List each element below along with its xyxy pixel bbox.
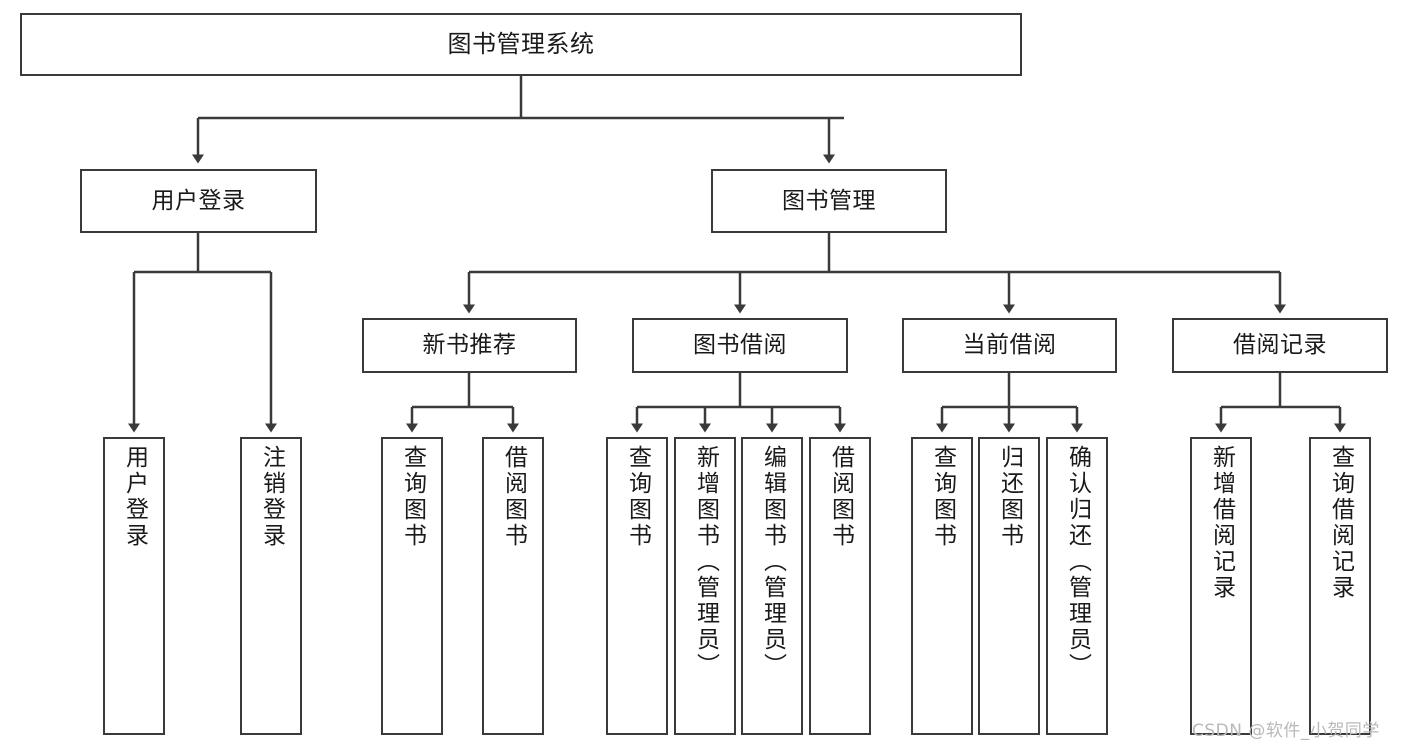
- node-label: 图书管理系统: [447, 29, 595, 58]
- leaf-label: 确认归还（管理员）: [1064, 445, 1091, 679]
- leaf-label: 借阅图书: [827, 445, 854, 549]
- leaf-label: 新增图书（管理员）: [692, 445, 719, 679]
- csdn-watermark: CSDN @软件_小贺同学: [1192, 721, 1380, 741]
- leaf-edit-book-admin[interactable]: 编辑图书（管理员）: [741, 437, 803, 735]
- node-book-management[interactable]: 图书管理: [711, 169, 947, 233]
- leaf-user-login[interactable]: 用户登录: [103, 437, 165, 735]
- leaf-label: 借阅图书: [500, 445, 527, 549]
- node-borrow-record[interactable]: 借阅记录: [1172, 318, 1388, 373]
- node-label: 图书管理: [782, 187, 876, 214]
- node-label: 用户登录: [151, 187, 246, 214]
- leaf-label: 新增借阅记录: [1208, 445, 1235, 601]
- node-user-login[interactable]: 用户登录: [80, 169, 317, 233]
- node-label: 借阅记录: [1233, 332, 1327, 359]
- leaf-borrow-book-new[interactable]: 借阅图书: [482, 437, 544, 735]
- leaf-query-book-current[interactable]: 查询图书: [911, 437, 973, 735]
- leaf-query-book-borrow[interactable]: 查询图书: [606, 437, 668, 735]
- leaf-query-borrow-record[interactable]: 查询借阅记录: [1309, 437, 1371, 735]
- leaf-confirm-return-admin[interactable]: 确认归还（管理员）: [1046, 437, 1108, 735]
- node-root-book-management-system[interactable]: 图书管理系统: [20, 13, 1022, 76]
- leaf-add-borrow-record[interactable]: 新增借阅记录: [1190, 437, 1252, 735]
- node-book-borrow[interactable]: 图书借阅: [632, 318, 848, 373]
- leaf-label: 查询图书: [929, 445, 956, 549]
- leaf-label: 用户登录: [121, 445, 148, 549]
- leaf-logout-login[interactable]: 注销登录: [240, 437, 302, 735]
- leaf-label: 查询图书: [624, 445, 651, 549]
- leaf-label: 查询借阅记录: [1327, 445, 1354, 601]
- node-label: 新书推荐: [422, 332, 517, 359]
- leaf-label: 归还图书: [996, 445, 1023, 549]
- node-current-borrow[interactable]: 当前借阅: [902, 318, 1117, 373]
- leaf-borrow-book[interactable]: 借阅图书: [809, 437, 871, 735]
- leaf-label: 注销登录: [258, 445, 285, 549]
- leaf-label: 查询图书: [399, 445, 426, 549]
- leaf-query-book-new[interactable]: 查询图书: [381, 437, 443, 735]
- leaf-return-book[interactable]: 归还图书: [978, 437, 1040, 735]
- node-new-book-recommend[interactable]: 新书推荐: [362, 318, 577, 373]
- leaf-label: 编辑图书（管理员）: [759, 445, 786, 679]
- node-label: 图书借阅: [693, 332, 787, 359]
- node-label: 当前借阅: [962, 332, 1057, 359]
- leaf-add-book-admin[interactable]: 新增图书（管理员）: [674, 437, 736, 735]
